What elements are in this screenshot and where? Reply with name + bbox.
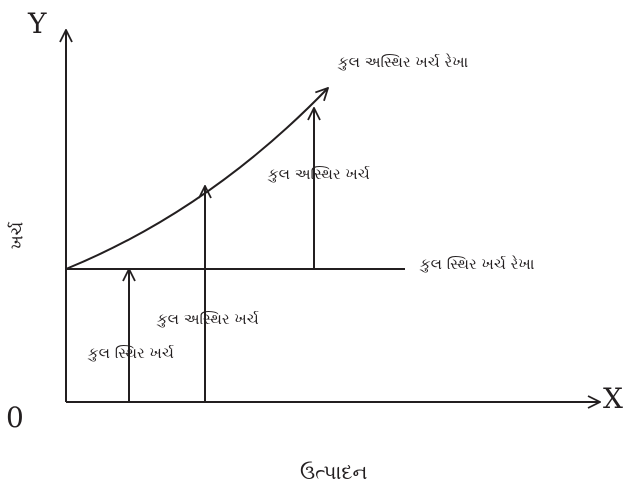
total-fixed-cost-line-label: કુલ સ્થિર ખર્ચ રેખા (420, 255, 535, 273)
y-axis-title: ખર્ચ (7, 221, 28, 250)
x-axis-title: ઉત્પાદન (300, 460, 368, 484)
y-axis-letter: Y (28, 7, 47, 40)
total-variable-cost-line-label: કુલ અસ્થિર ખર્ચ રેખા (338, 53, 469, 71)
fixed-cost-label: કુલ સ્થિર ખર્ચ (88, 344, 174, 362)
origin-label: 0 (6, 401, 24, 434)
variable-cost-label-right: કુલ અસ્થિર ખર્ચ (268, 165, 370, 183)
x-axis-letter: X (603, 382, 623, 415)
variable-cost-label-middle: કુલ અસ્થિર ખર્ચ (157, 310, 259, 328)
